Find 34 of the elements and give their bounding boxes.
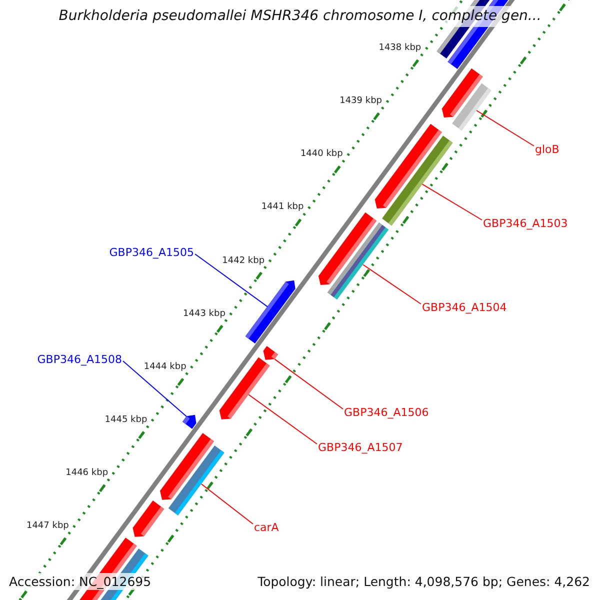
scale-label: 1441 kbp — [261, 202, 304, 214]
leader-line — [362, 264, 422, 304]
scale-label: 1442 kbp — [222, 256, 265, 266]
gene-block — [327, 222, 389, 300]
scale-label: 1439 kbp — [340, 96, 382, 107]
scale-label: 1440 kbp — [300, 149, 343, 160]
leader-line — [274, 358, 344, 410]
leader-line — [194, 254, 268, 308]
gene-block — [168, 445, 224, 516]
gene-feature — [263, 346, 278, 360]
scale-label: 1446 kbp — [66, 468, 108, 479]
scale-label: 1443 kbp — [183, 308, 226, 320]
leader-line — [476, 110, 534, 146]
gene-block — [452, 83, 492, 131]
leader-line — [248, 394, 318, 444]
gene-block — [382, 136, 453, 226]
gene-feature — [245, 280, 296, 344]
scale-label: 1444 kbp — [144, 362, 186, 373]
gene-feature — [219, 357, 270, 420]
leader-line — [422, 184, 482, 220]
gene-label: GBP346_A1504 — [422, 301, 507, 314]
leader-line — [122, 360, 188, 418]
gene-label: GBP346_A1503 — [483, 217, 568, 230]
scale-label: 1445 kbp — [104, 414, 148, 426]
scale-label: 1438 kbp — [378, 43, 422, 54]
scale-label: 1447 kbp — [26, 521, 69, 532]
gene-label: GBP346_A1508 — [37, 353, 122, 366]
gene-label: gloB — [535, 143, 560, 156]
gene-label: GBP346_A1505 — [109, 246, 194, 260]
leader-line — [200, 484, 254, 524]
gene-label: GBP346_A1507 — [318, 441, 403, 454]
gene-label: GBP346_A1506 — [344, 406, 429, 420]
gene-feature — [182, 414, 196, 429]
gene-label: carA — [254, 521, 279, 534]
